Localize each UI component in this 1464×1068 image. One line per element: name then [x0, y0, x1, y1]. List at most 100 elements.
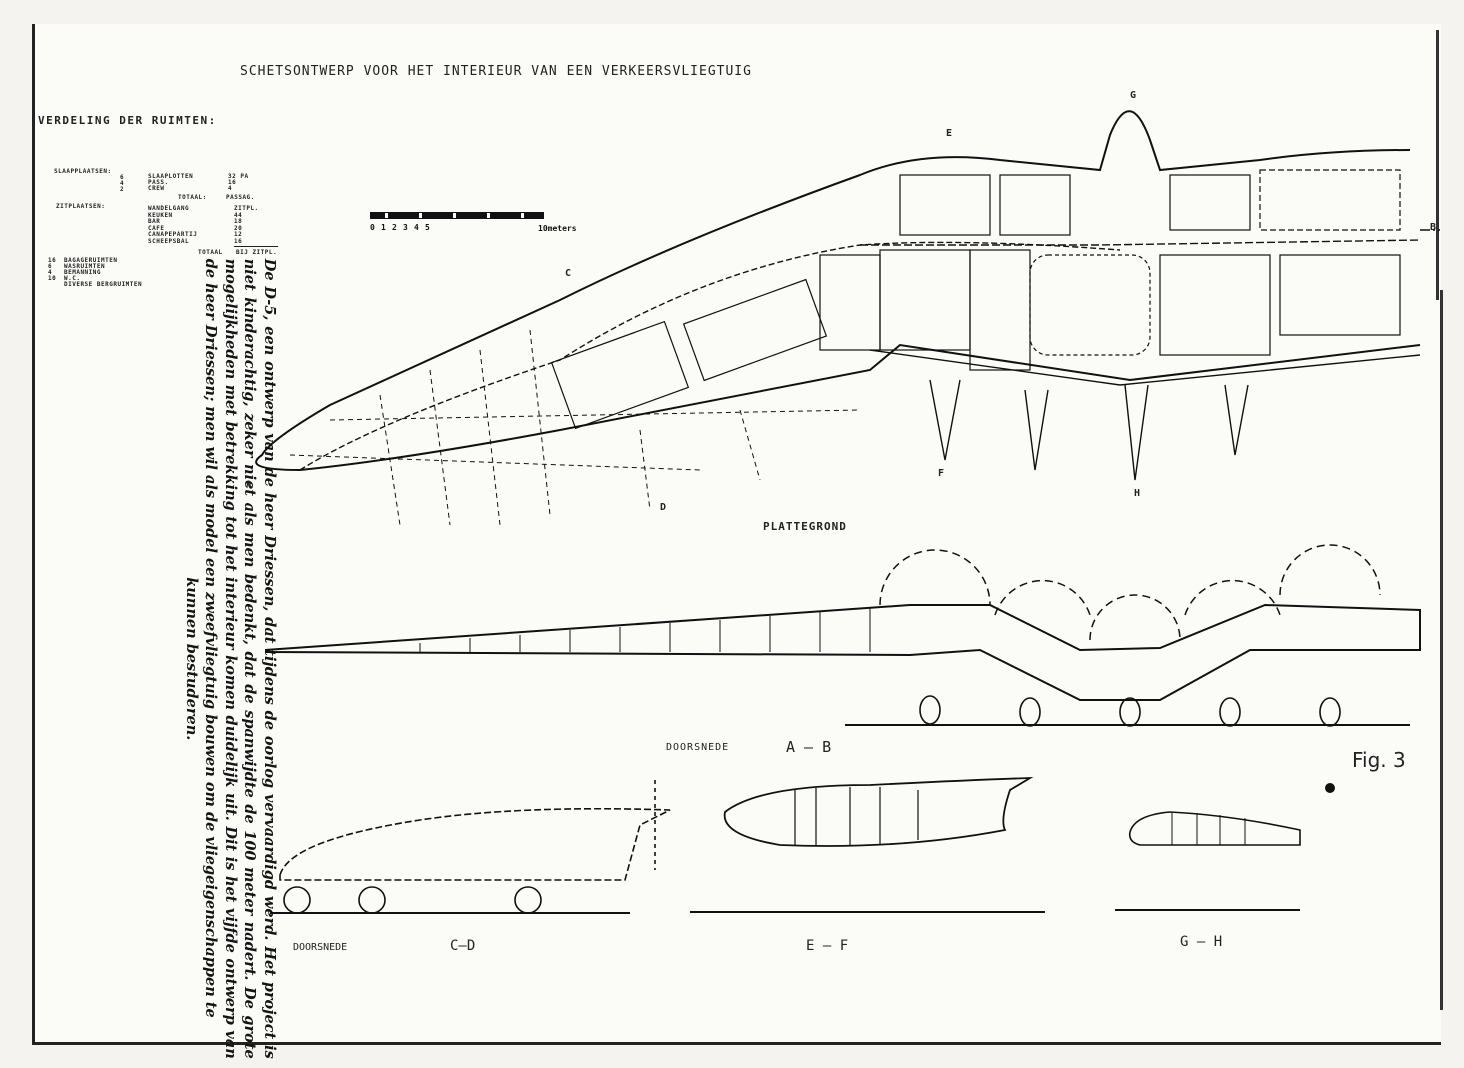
- legend-value: 44: [234, 211, 243, 219]
- marker-d: D: [660, 502, 667, 513]
- legend-heading: VERDELING DER RUIMTEN:: [38, 114, 217, 127]
- marker-e: E: [946, 128, 953, 139]
- legend-value: 20: [234, 224, 243, 232]
- section-ef-outline: [723, 776, 1034, 847]
- scale-bar-graphic: [370, 212, 544, 219]
- marker-f: F: [938, 468, 945, 479]
- legend-item: BEMANNING: [64, 269, 102, 276]
- section-ab-outline: [264, 603, 1421, 701]
- scale-tick: 3: [403, 223, 408, 232]
- legend-item: CANAPEPARTIJ: [148, 231, 198, 238]
- legend-count: 10: [48, 275, 57, 282]
- drawing-sheet: [32, 24, 1441, 1045]
- wheel-cd-3: [514, 886, 542, 914]
- legend-count: 16: [48, 257, 57, 264]
- legend-seating-items: WANDELGANG KEUKEN BAR CAFE CANAPEPARTIJ …: [148, 205, 198, 245]
- legend-count: 6: [48, 263, 53, 270]
- legend-sleeping-counts: 6 4 2: [120, 175, 124, 193]
- legend-value: 16: [228, 179, 237, 186]
- legend: VERDELING DER RUIMTEN: SLAAPPLAATSEN: 6 …: [38, 114, 278, 288]
- legend-sleeping-items: SLAAPLOTTEN PASS. CREW: [148, 174, 193, 192]
- legend-total-value: PASSAG.: [226, 194, 255, 201]
- legend-misc-counts: 16 6 4 10: [48, 258, 56, 282]
- legend-value: 12: [234, 231, 243, 238]
- plan-corridor: [869, 349, 1421, 386]
- legend-item: CAFE: [148, 224, 165, 232]
- legend-count: 6: [120, 174, 125, 181]
- legend-value: 32 PA: [228, 173, 249, 180]
- legend-seating-label: ZITPLAATSEN:: [56, 203, 106, 210]
- plan-outline: [255, 110, 1411, 471]
- legend-value: 16: [234, 237, 243, 245]
- section-ef-label: E — F: [806, 938, 849, 954]
- section-cd-outline: [279, 807, 671, 881]
- plan-rooms: [550, 169, 1401, 430]
- wheel-cd-1: [283, 886, 311, 914]
- scale-tick: 1: [381, 223, 386, 232]
- scale-tick: 4: [414, 223, 419, 232]
- marker-c: C: [565, 268, 572, 279]
- legend-item: BAGAGERUIMTEN: [64, 257, 118, 264]
- marker-g: G: [1130, 90, 1137, 101]
- legend-count: 4: [48, 269, 53, 276]
- figure-label: Fig. 3: [1352, 748, 1406, 772]
- legend-seating-total-value: BIJ ZITPL.: [236, 249, 278, 256]
- scale-tick: 5: [425, 223, 430, 232]
- marker-h: H: [1134, 488, 1141, 499]
- legend-item: DIVERSE BERGRUIMTEN: [64, 281, 143, 288]
- scale-tick: 2: [392, 223, 397, 232]
- ink-dot: [1325, 783, 1335, 793]
- legend-sum-rule: [234, 246, 278, 247]
- legend-seating-total-label: TOTAAL: [198, 249, 223, 256]
- legend-item: KEUKEN: [148, 211, 173, 219]
- legend-item: CREW: [148, 185, 165, 192]
- plan-grid: [289, 329, 861, 526]
- legend-sleeping-values: 32 PA 16 4: [228, 174, 249, 192]
- legend-sleeping-label: SLAAPPLAATSEN:: [54, 168, 112, 175]
- legend-item: SLAAPLOTTEN: [148, 173, 194, 180]
- section-gh-outline: [1128, 811, 1301, 846]
- legend-item: WANDELGANG: [148, 205, 190, 212]
- section-cd-label: C—D: [450, 938, 476, 954]
- drawing-title: SCHETSONTWERP VOOR HET INTERIEUR VAN EEN…: [240, 64, 752, 79]
- scale-unit: 10meters: [538, 224, 577, 233]
- legend-total-label: TOTAAL:: [178, 194, 207, 201]
- right-border-lower: [1440, 290, 1443, 1010]
- legend-misc-items: BAGAGERUIMTEN WASRUIMTEN BEMANNING W.C. …: [64, 258, 142, 288]
- section-ab-view: [264, 544, 1421, 727]
- section-ab-label: A — B: [786, 738, 832, 756]
- plan-corridor-top: [860, 239, 1421, 246]
- legend-item: WASRUIMTEN: [64, 263, 106, 270]
- legend-item: W.C.: [64, 275, 81, 282]
- propeller-arcs: [879, 544, 1381, 641]
- section-cd-view: [270, 780, 671, 914]
- marker-b: B: [1430, 222, 1437, 233]
- legend-value: ZITPL.: [234, 205, 259, 212]
- marker-a: A: [246, 480, 252, 490]
- wheel-cd-2: [358, 886, 386, 914]
- section-ef-view: [690, 776, 1045, 913]
- section-cd-prefix: DOORSNEDE: [293, 942, 348, 953]
- plan-nacelles: [929, 379, 1249, 481]
- legend-value: 18: [234, 218, 243, 225]
- plan-trailing-edge: [299, 343, 1421, 471]
- section-gh-view: [1115, 811, 1301, 911]
- plan-inner-upper: [299, 241, 1121, 471]
- right-border: [1436, 30, 1439, 300]
- scale-tick: 0: [370, 223, 375, 232]
- legend-item: SCHEEPSBAL: [148, 237, 190, 245]
- legend-value: 4: [228, 185, 233, 192]
- section-ab-frames: [419, 608, 871, 652]
- legend-seating-values: ZITPL. 44 18 20 12 16: [234, 205, 259, 245]
- legend-item: PASS.: [148, 179, 169, 186]
- section-gh-label: G — H: [1180, 934, 1223, 950]
- legend-count: 4: [120, 180, 125, 187]
- legend-item: BAR: [148, 218, 161, 225]
- plan-view: [255, 110, 1440, 526]
- section-gh-frames: [1171, 813, 1246, 845]
- plan-label: PLATTEGROND: [763, 520, 847, 533]
- legend-count: 2: [120, 186, 125, 193]
